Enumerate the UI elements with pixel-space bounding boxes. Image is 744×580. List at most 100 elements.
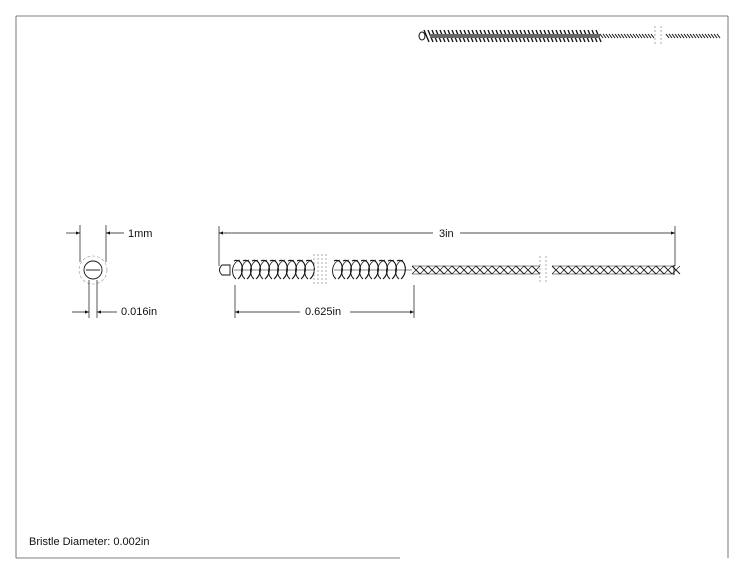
- stem-twist: [615, 265, 625, 275]
- iso-core: [430, 34, 600, 38]
- stem-twist: [655, 265, 665, 275]
- stem-twist: [427, 265, 437, 275]
- iso-stem: [626, 33, 631, 39]
- bristle-loop: [286, 259, 295, 280]
- bristle-loop: [396, 259, 406, 280]
- brush-length-label: 0.625in: [305, 306, 342, 318]
- iso-stem: [614, 33, 619, 39]
- stem-twist: [567, 265, 577, 275]
- stem-twist: [507, 265, 517, 275]
- bristle-group-1: [232, 259, 315, 280]
- iso-stem: [671, 33, 676, 39]
- stem-twist: [475, 265, 485, 275]
- iso-stem: [605, 33, 610, 39]
- iso-stem: [629, 33, 634, 39]
- isometric-preview: [418, 26, 721, 46]
- overall-length-label: 3in: [437, 228, 456, 240]
- bristle-loop: [277, 259, 286, 280]
- bristle-loop: [268, 259, 277, 280]
- stem-twist: [639, 265, 649, 275]
- iso-stem: [608, 33, 613, 39]
- iso-stem: [701, 33, 706, 39]
- iso-stem: [698, 33, 703, 39]
- iso-stem: [710, 33, 715, 39]
- bristle-loop: [305, 259, 315, 280]
- bristle-loop: [304, 259, 313, 280]
- stem-twist: [671, 265, 681, 275]
- iso-stem: [611, 33, 616, 39]
- stem-twist: [451, 265, 461, 275]
- stem-twist: [631, 265, 641, 275]
- stem-twist: [419, 265, 429, 275]
- end-view: [66, 225, 124, 318]
- side-view: [219, 254, 681, 286]
- dimension-lines: [218, 226, 676, 318]
- bristle-loop: [232, 259, 241, 280]
- bristle-loop: [368, 259, 377, 280]
- iso-stem: [620, 33, 625, 39]
- iso-stem: [632, 33, 637, 39]
- bristle-loop: [350, 259, 359, 280]
- iso-stem: [695, 33, 700, 39]
- bristle-loop: [332, 259, 341, 280]
- stem-segment-1: [411, 265, 541, 275]
- stem-twist: [559, 265, 569, 275]
- stem-twist: [607, 265, 617, 275]
- iso-stem: [638, 33, 643, 39]
- bristle-loop: [250, 259, 259, 280]
- stem-twist: [623, 265, 633, 275]
- stem-diameter-label: 0.016in: [121, 306, 158, 318]
- brush-tip: [219, 264, 231, 276]
- stem-twist: [591, 265, 601, 275]
- sheet-border: [15, 15, 729, 559]
- end-diameter-label: 1mm: [128, 228, 153, 240]
- bristle-loop: [377, 259, 386, 280]
- stem-twist: [467, 265, 477, 275]
- stem-twist: [531, 265, 541, 275]
- bristle-loop: [395, 259, 404, 280]
- stem-twist: [515, 265, 525, 275]
- bristle-loop: [259, 259, 268, 280]
- iso-stem: [704, 33, 709, 39]
- iso-stem: [683, 33, 688, 39]
- iso-stem: [617, 33, 622, 39]
- stem-twist: [575, 265, 585, 275]
- iso-stem: [602, 33, 607, 39]
- stem-twist: [583, 265, 593, 275]
- iso-stem: [686, 33, 691, 39]
- iso-stem: [644, 33, 649, 39]
- iso-stem: [680, 33, 685, 39]
- iso-stem: [677, 33, 682, 39]
- iso-stem: [689, 33, 694, 39]
- stem-twist: [435, 265, 445, 275]
- stem-twist: [647, 265, 657, 275]
- stem-twist: [411, 265, 421, 275]
- bristle-loop: [341, 259, 350, 280]
- stem-twist: [459, 265, 469, 275]
- bristle-loop: [386, 259, 395, 280]
- stem-segment-2: [551, 265, 681, 275]
- iso-tip: [418, 31, 426, 41]
- stem-twist: [483, 265, 493, 275]
- iso-stem: [665, 33, 670, 39]
- iso-stem: [623, 33, 628, 39]
- stem-twist: [663, 265, 673, 275]
- bristle-loop: [359, 259, 368, 280]
- iso-stem: [599, 33, 604, 39]
- iso-stem: [668, 33, 673, 39]
- stem-twist: [491, 265, 501, 275]
- iso-stem: [674, 33, 679, 39]
- iso-stem: [635, 33, 640, 39]
- bristle-loop: [295, 259, 304, 280]
- iso-stem: [641, 33, 646, 39]
- stem-twist: [599, 265, 609, 275]
- stem-twist: [551, 265, 561, 275]
- bristle-diameter-note: Bristle Diameter: 0.002in: [29, 536, 150, 548]
- iso-stem: [707, 33, 712, 39]
- stem-twist: [499, 265, 509, 275]
- bristle-loop: [241, 259, 250, 280]
- bristle-group-2: [332, 259, 412, 280]
- iso-stem: [716, 33, 721, 39]
